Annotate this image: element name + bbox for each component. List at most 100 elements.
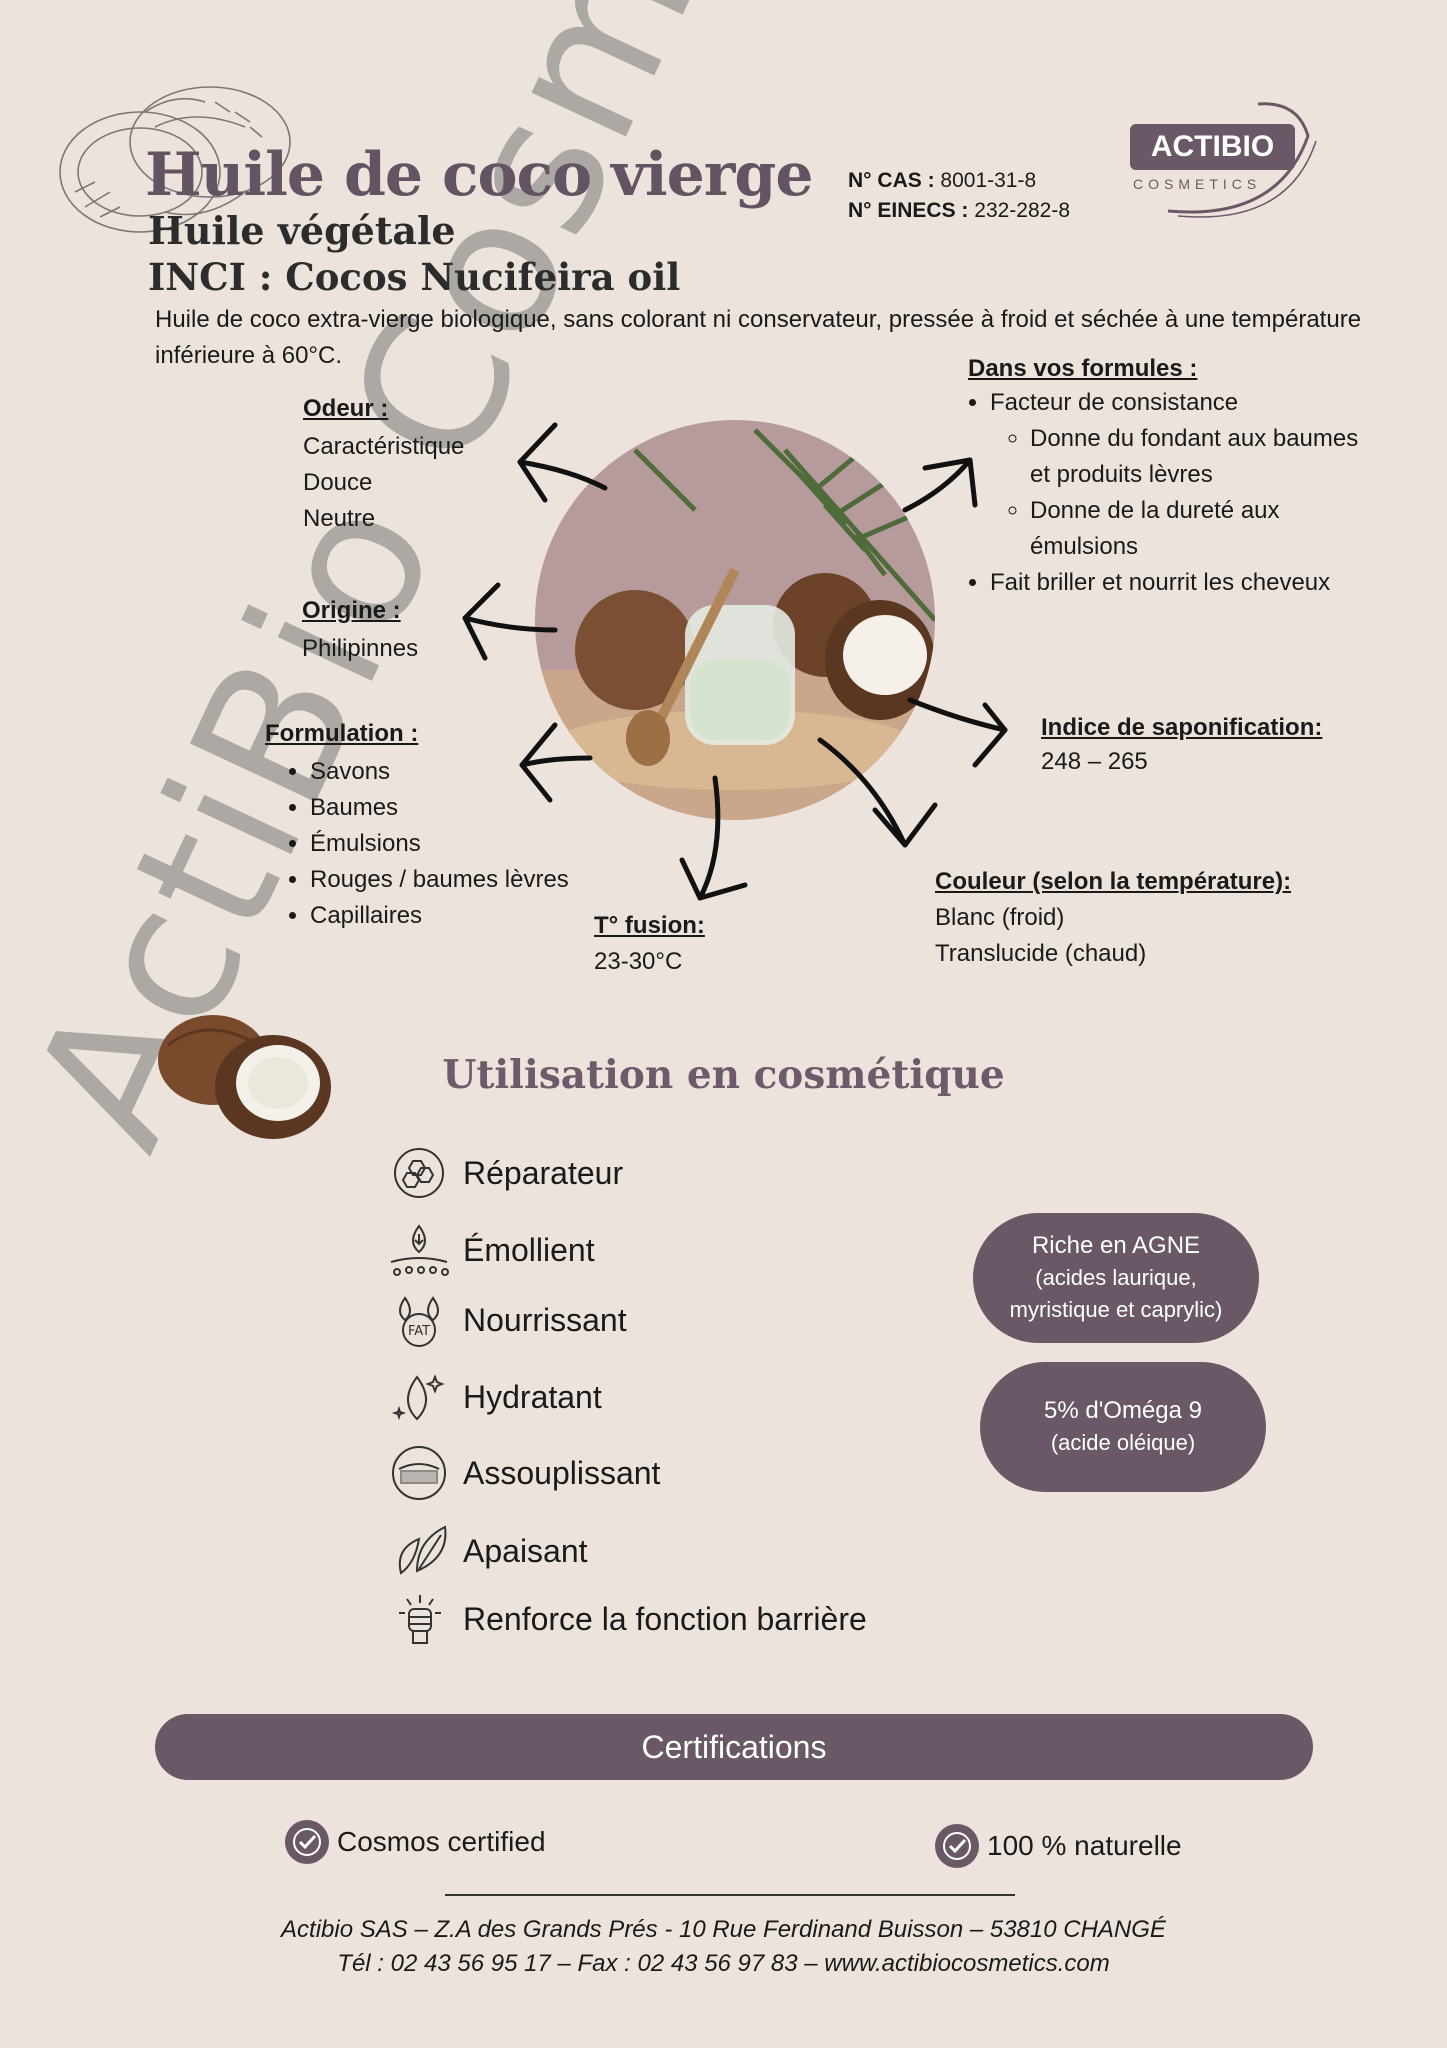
actibio-logo: ACTIBIO COSMETICS [1128, 96, 1318, 226]
arrow-odeur-head [517, 422, 558, 503]
arrow-formules-head [922, 457, 978, 508]
skin-layer-icon [385, 1445, 453, 1501]
footer-contact: Tél : 02 43 56 95 17 – Fax : 02 43 56 97… [337, 1950, 1110, 1977]
fusion-section: T° fusion: 23-30°C [594, 912, 705, 980]
fat-drops-icon: FAT [385, 1292, 453, 1348]
product-description: Huile de coco extra-vierge biologique, s… [155, 306, 1362, 369]
check-icon [285, 1820, 329, 1864]
repair-cells-icon [385, 1145, 453, 1201]
certifications-bar: Certifications [155, 1714, 1313, 1780]
coconut-oil-photo [535, 420, 935, 820]
drop-on-skin-icon [385, 1222, 453, 1278]
fusion-heading: T° fusion: [594, 912, 705, 939]
odeur-line: Neutre [303, 505, 376, 532]
benefit-row: Réparateur [385, 1145, 623, 1201]
benefit-row: Émollient [385, 1222, 595, 1278]
odeur-line: Caractéristique [303, 433, 465, 460]
formulation-heading: Formulation : [265, 720, 419, 747]
arrow-origine [462, 615, 558, 633]
omega-pill: 5% d'Oméga 9 (acide oléique) [980, 1362, 1266, 1492]
formulation-section: Formulation : Savons Baumes Émulsions Ro… [265, 720, 569, 934]
benefit-row: Assouplissant [385, 1445, 660, 1501]
logo-swoosh-icon [1167, 102, 1317, 218]
usage-title: Utilisation en cosmétique [442, 1052, 1005, 1098]
couleur-section: Couleur (selon la température): Blanc (f… [935, 868, 1291, 972]
check-icon [935, 1824, 979, 1868]
agne-pill: Riche en AGNE (acides laurique, myristiq… [973, 1213, 1259, 1343]
einecs-value: 232-282-8 [974, 199, 1071, 222]
arrow-couleur [817, 737, 908, 848]
fusion-value: 23-30°C [594, 948, 683, 975]
cas-value: 8001-31-8 [940, 169, 1037, 192]
formulation-item: Émulsions [310, 826, 569, 862]
formules-heading: Dans vos formules : [968, 355, 1198, 382]
einecs-label: N° EINECS : [848, 199, 969, 222]
cert-item: Cosmos certified [285, 1820, 546, 1864]
arrow-origine-head [462, 582, 501, 661]
odeur-section: Odeur : Caractéristique Douce Neutre [303, 395, 464, 537]
fist-icon [385, 1591, 453, 1647]
origine-value: Philipinnes [302, 635, 419, 662]
product-title: Huile de coco vierge [145, 140, 814, 210]
formulation-item: Capillaires [310, 898, 569, 934]
saponification-value: 248 – 265 [1041, 748, 1148, 775]
agne-line: myristique et caprylic) [1009, 1297, 1223, 1322]
benefit-label: Émollient [463, 1231, 595, 1268]
cert-item: 100 % naturelle [935, 1824, 1182, 1868]
coconut-sketch-icon [59, 86, 291, 233]
couleur-line: Blanc (froid) [935, 904, 1065, 931]
omega-line: (acide oléique) [1050, 1430, 1196, 1455]
benefit-label: Assouplissant [463, 1454, 661, 1491]
couleur-line: Translucide (chaud) [935, 940, 1147, 967]
coconut-icon [158, 1015, 331, 1139]
benefit-row: FAT Nourrissant [385, 1292, 627, 1348]
benefit-row: Apaisant [385, 1523, 588, 1579]
cas-label: N° CAS : [848, 169, 935, 192]
origine-heading: Origine : [302, 597, 401, 624]
benefit-label: Nourrissant [463, 1301, 627, 1338]
formules-item: Fait briller et nourrit les cheveux [990, 565, 1368, 601]
arrow-formulation-head [519, 722, 558, 803]
water-drop-sparkle-icon [385, 1369, 453, 1425]
arrow-formulation [519, 755, 593, 768]
formules-section: Dans vos formules : Facteur de consistan… [968, 355, 1368, 601]
couleur-heading: Couleur (selon la température): [935, 868, 1292, 895]
benefit-row: Hydratant [385, 1369, 602, 1425]
formulation-item: Baumes [310, 790, 569, 826]
agne-line: Riche en AGNE [1031, 1232, 1201, 1259]
omega-line: 5% d'Oméga 9 [1043, 1397, 1202, 1424]
arrow-saponification-head [972, 702, 1008, 768]
arrows [462, 422, 1008, 901]
logo-name: ACTIBIO [1130, 124, 1295, 170]
origine-section: Origine : Philipinnes [302, 597, 418, 667]
formules-item: Facteur de consistance Donne du fondant … [990, 385, 1368, 565]
benefit-row: Renforce la fonction barrière [385, 1591, 867, 1647]
arrow-couleur-head [872, 802, 938, 848]
benefit-label: Réparateur [463, 1154, 624, 1191]
cert-label: 100 % naturelle [987, 1830, 1182, 1861]
arrow-fusion [697, 775, 721, 901]
leaf-hand-icon [385, 1523, 453, 1579]
benefit-label: Renforce la fonction barrière [463, 1600, 867, 1637]
arrow-formules [902, 457, 973, 513]
formulation-item: Savons [310, 754, 569, 790]
odeur-heading: Odeur : [303, 395, 389, 422]
benefit-label: Hydratant [463, 1378, 602, 1415]
odeur-line: Douce [303, 469, 373, 496]
cert-label: Cosmos certified [337, 1826, 546, 1857]
arrow-fusion-head [679, 857, 748, 901]
formules-subitem: Donne du fondant aux baumes et produits … [1030, 421, 1368, 493]
logo-tagline: COSMETICS [1133, 176, 1262, 192]
arrow-saponification [907, 697, 1008, 733]
benefit-label: Apaisant [463, 1532, 588, 1569]
formules-subitem: Donne de la dureté aux émulsions [1030, 493, 1368, 565]
identifiers: N° CAS : 8001-31-8 N° EINECS : 232-282-8 [848, 166, 1070, 226]
svg-text:FAT: FAT [408, 1324, 430, 1339]
saponification-heading: Indice de saponification: [1041, 714, 1323, 741]
saponification-section: Indice de saponification: 248 – 265 [1041, 714, 1322, 780]
formulation-item: Rouges / baumes lèvres [310, 862, 569, 898]
inci-name: INCI : Cocos Nucifeira oil [148, 255, 681, 299]
product-subtitle: Huile végétale [148, 208, 456, 253]
arrow-odeur [517, 459, 608, 491]
agne-line: (acides laurique, [1035, 1265, 1197, 1290]
